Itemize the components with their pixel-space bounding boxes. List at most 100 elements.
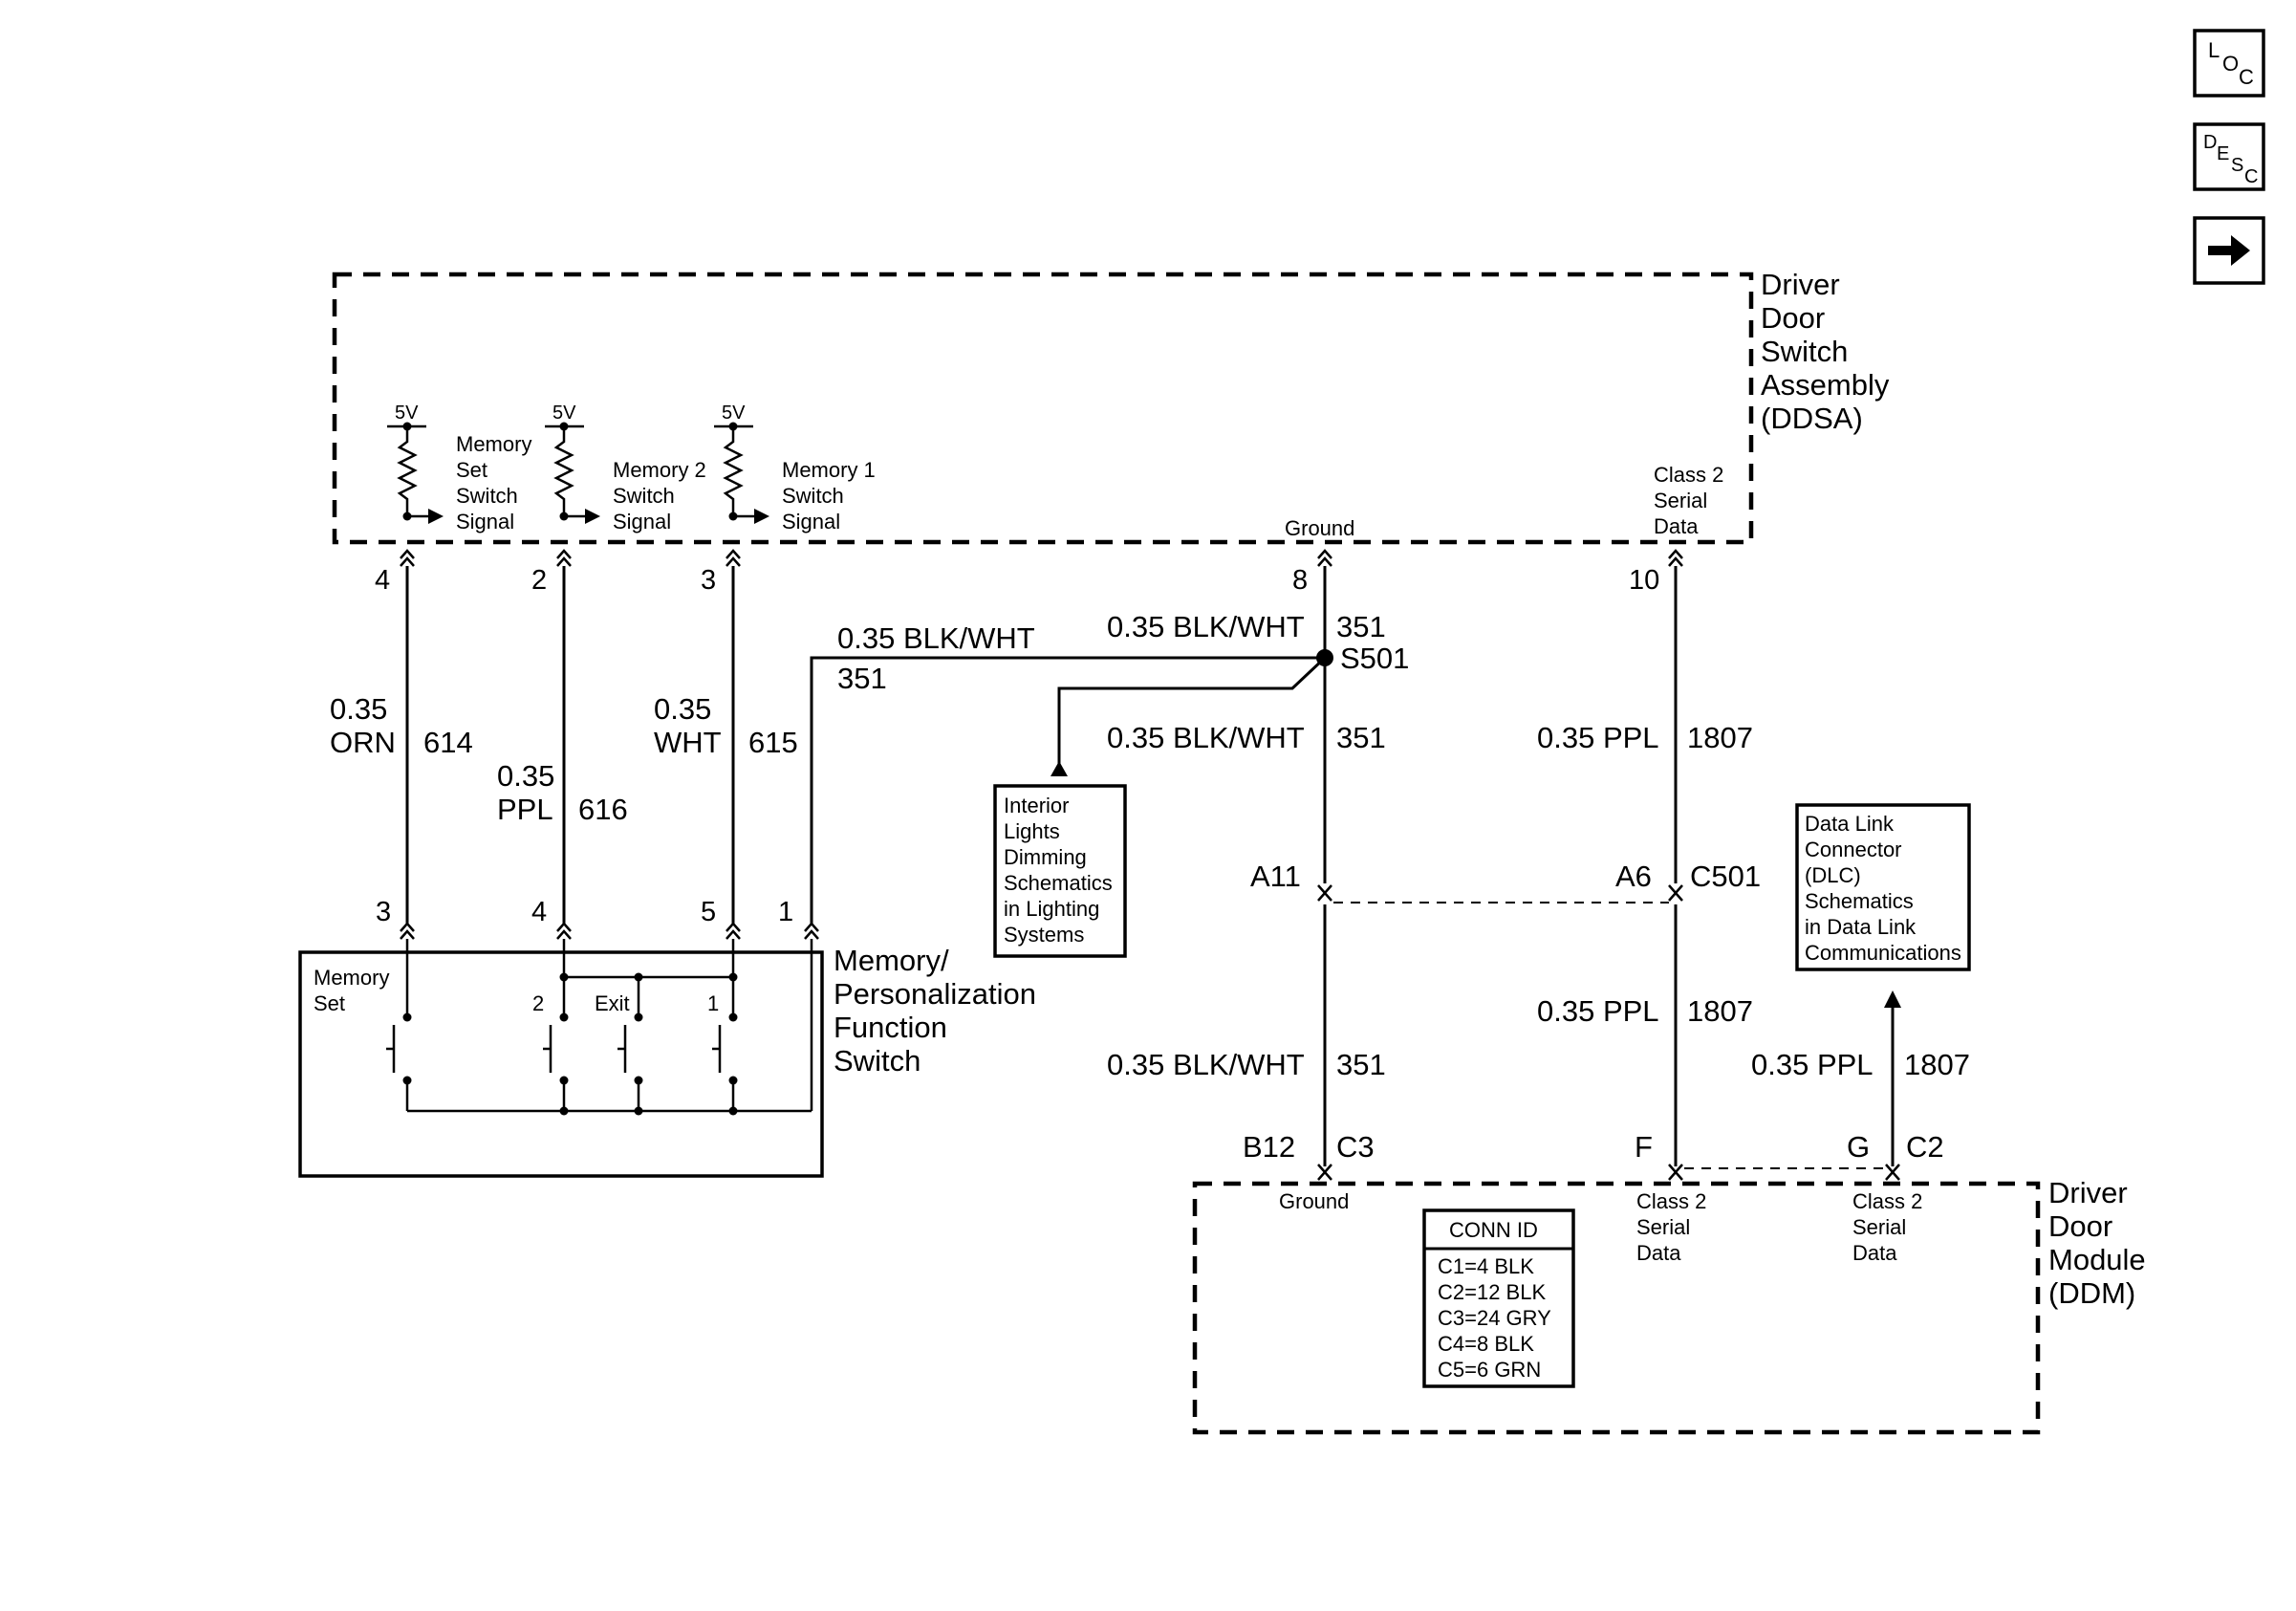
svg-text:Serial: Serial <box>1654 489 1707 512</box>
svg-text:Data: Data <box>1852 1241 1897 1265</box>
svg-text:Schematics: Schematics <box>1805 889 1914 913</box>
memory-1-pullup: 5V <box>714 403 769 524</box>
svg-text:C1=4 BLK: C1=4 BLK <box>1438 1254 1534 1278</box>
svg-text:615: 615 <box>748 726 798 759</box>
ddsa-pin-4: 4 <box>375 565 390 596</box>
c501-pin-a11: A11 <box>1250 860 1301 893</box>
svg-text:Lights: Lights <box>1004 819 1060 843</box>
c501-pin-a6: A6 <box>1615 860 1652 893</box>
supply-label: 5V <box>722 403 746 424</box>
switch-pin-1: 1 <box>778 897 793 927</box>
memory-personalization-switch: Memory/ Personalization Function Switch … <box>298 939 1036 1178</box>
memory-set-pullup: 5V <box>387 403 444 524</box>
dlc-ref[interactable]: Data Link Connector (DLC) Schematics in … <box>1795 803 1971 971</box>
svg-text:0.35 PPL: 0.35 PPL <box>1537 994 1659 1028</box>
svg-text:0.35: 0.35 <box>330 692 387 726</box>
svg-text:Connector: Connector <box>1805 838 1902 861</box>
desc-d: D <box>2203 132 2217 153</box>
wire-616: 0.35 PPL 616 <box>497 566 628 908</box>
ddm-pin-f: F <box>1635 1130 1653 1164</box>
wire-351-ground: 0.35 BLK/WHT 351 0.35 BLK/WHT 351 0.35 B… <box>1107 566 1386 1166</box>
svg-text:in Data Link: in Data Link <box>1805 915 1917 939</box>
wire-1807: 0.35 PPL 1807 0.35 PPL 1807 <box>1537 566 1753 1166</box>
svg-text:Class 2: Class 2 <box>1636 1189 1706 1213</box>
svg-text:Exit: Exit <box>595 991 630 1015</box>
svg-text:0.35 BLK/WHT: 0.35 BLK/WHT <box>1107 721 1305 754</box>
svg-text:Dimming: Dimming <box>1004 845 1087 869</box>
ddm-class2-f-label: Class 2 Serial Data <box>1636 1189 1706 1265</box>
ddm-title: Driver Door Module (DDM) <box>2048 1176 2146 1310</box>
memory-2-pullup: 5V <box>545 403 600 524</box>
loc-button[interactable]: L O C <box>2193 29 2265 98</box>
svg-text:Memory: Memory <box>314 966 389 990</box>
memory-1-signal-label: Memory 1 Switch Signal <box>782 458 876 533</box>
ddm-pin-c3: C3 <box>1336 1130 1375 1164</box>
supply-label: 5V <box>395 403 419 424</box>
svg-text:0.35 PPL: 0.35 PPL <box>1751 1048 1874 1081</box>
svg-text:Driver: Driver <box>1761 268 1840 301</box>
dlc-ref-text: Data Link Connector (DLC) Schematics in … <box>1805 812 1961 965</box>
c501-name: C501 <box>1690 860 1761 893</box>
switch-pins: 3 4 5 1 <box>376 897 819 940</box>
svg-text:Set: Set <box>456 458 487 482</box>
svg-text:Memory 2: Memory 2 <box>613 458 706 482</box>
supply-label: 5V <box>552 403 576 424</box>
ddsa-pin-8: 8 <box>1292 565 1308 596</box>
svg-text:Class 2: Class 2 <box>1852 1189 1922 1213</box>
ddsa-class2-label: Class 2 Serial Data <box>1654 463 1723 538</box>
svg-text:Signal: Signal <box>782 510 840 533</box>
svg-text:Driver: Driver <box>2048 1176 2128 1209</box>
svg-text:0.35 BLK/WHT: 0.35 BLK/WHT <box>1107 1048 1305 1081</box>
wire-1807-dlc: 0.35 PPL 1807 <box>1751 991 1970 1166</box>
switch-title: Memory/ Personalization Function Switch <box>834 944 1036 1078</box>
svg-text:1807: 1807 <box>1904 1048 1970 1081</box>
svg-text:(DDSA): (DDSA) <box>1761 402 1863 435</box>
svg-text:2: 2 <box>532 991 544 1015</box>
connector-c501: A11 A6 C501 <box>1250 860 1761 903</box>
interior-lights-ref[interactable]: Interior Lights Dimming Schematics in Li… <box>993 784 1127 958</box>
svg-text:Systems: Systems <box>1004 923 1084 947</box>
svg-text:351: 351 <box>1336 1048 1386 1081</box>
loc-l: L <box>2208 38 2220 62</box>
svg-text:in Lighting: in Lighting <box>1004 897 1099 921</box>
ddm-pin-c2: C2 <box>1906 1130 1944 1164</box>
svg-text:Switch: Switch <box>456 484 518 508</box>
svg-text:C3=24 GRY: C3=24 GRY <box>1438 1306 1551 1330</box>
svg-text:Switch: Switch <box>834 1044 921 1078</box>
svg-text:0.35 BLK/WHT: 0.35 BLK/WHT <box>837 621 1035 655</box>
memory-1-contact <box>712 1012 738 1111</box>
desc-c: C <box>2244 166 2258 187</box>
svg-text:WHT: WHT <box>654 726 722 759</box>
svg-text:616: 616 <box>578 793 628 826</box>
svg-text:Schematics: Schematics <box>1004 871 1113 895</box>
svg-text:Door: Door <box>1761 301 1825 335</box>
wire-615: 0.35 WHT 615 <box>654 566 798 908</box>
loc-c: C <box>2239 65 2254 89</box>
svg-text:1807: 1807 <box>1687 721 1753 754</box>
desc-s: S <box>2231 155 2243 176</box>
loc-o: O <box>2222 52 2239 76</box>
ddsa-pins: 4 2 3 8 10 <box>375 549 1684 596</box>
next-button[interactable] <box>2193 216 2265 285</box>
svg-text:Serial: Serial <box>1636 1215 1690 1239</box>
memory-set-contact <box>386 1012 412 1111</box>
memory-2-signal-label: Memory 2 Switch Signal <box>613 458 706 533</box>
conn-id-table: CONN ID C1=4 BLK C2=12 BLK C3=24 GRY C4=… <box>1422 1208 1575 1388</box>
switch-pin-4: 4 <box>531 897 547 927</box>
svg-text:Door: Door <box>2048 1209 2112 1243</box>
desc-button[interactable]: D E S C <box>2193 122 2265 191</box>
ddm-component: Driver Door Module (DDM) Ground Class 2 … <box>1192 1176 2146 1435</box>
svg-text:Data Link: Data Link <box>1805 812 1895 836</box>
svg-text:Class 2: Class 2 <box>1654 463 1723 487</box>
svg-text:Signal: Signal <box>456 510 514 533</box>
svg-text:C5=6 GRN: C5=6 GRN <box>1438 1358 1541 1382</box>
svg-text:S501: S501 <box>1340 642 1409 675</box>
svg-text:Signal: Signal <box>613 510 671 533</box>
switch-contact-labels: Memory Set 2 Exit 1 <box>314 966 719 1015</box>
svg-text:Memory 1: Memory 1 <box>782 458 876 482</box>
ddsa-title: Driver Door Switch Assembly (DDSA) <box>1761 268 1890 435</box>
svg-text:1807: 1807 <box>1687 994 1753 1028</box>
ddm-pin-b12: B12 <box>1243 1130 1295 1164</box>
svg-text:Set: Set <box>314 991 345 1015</box>
